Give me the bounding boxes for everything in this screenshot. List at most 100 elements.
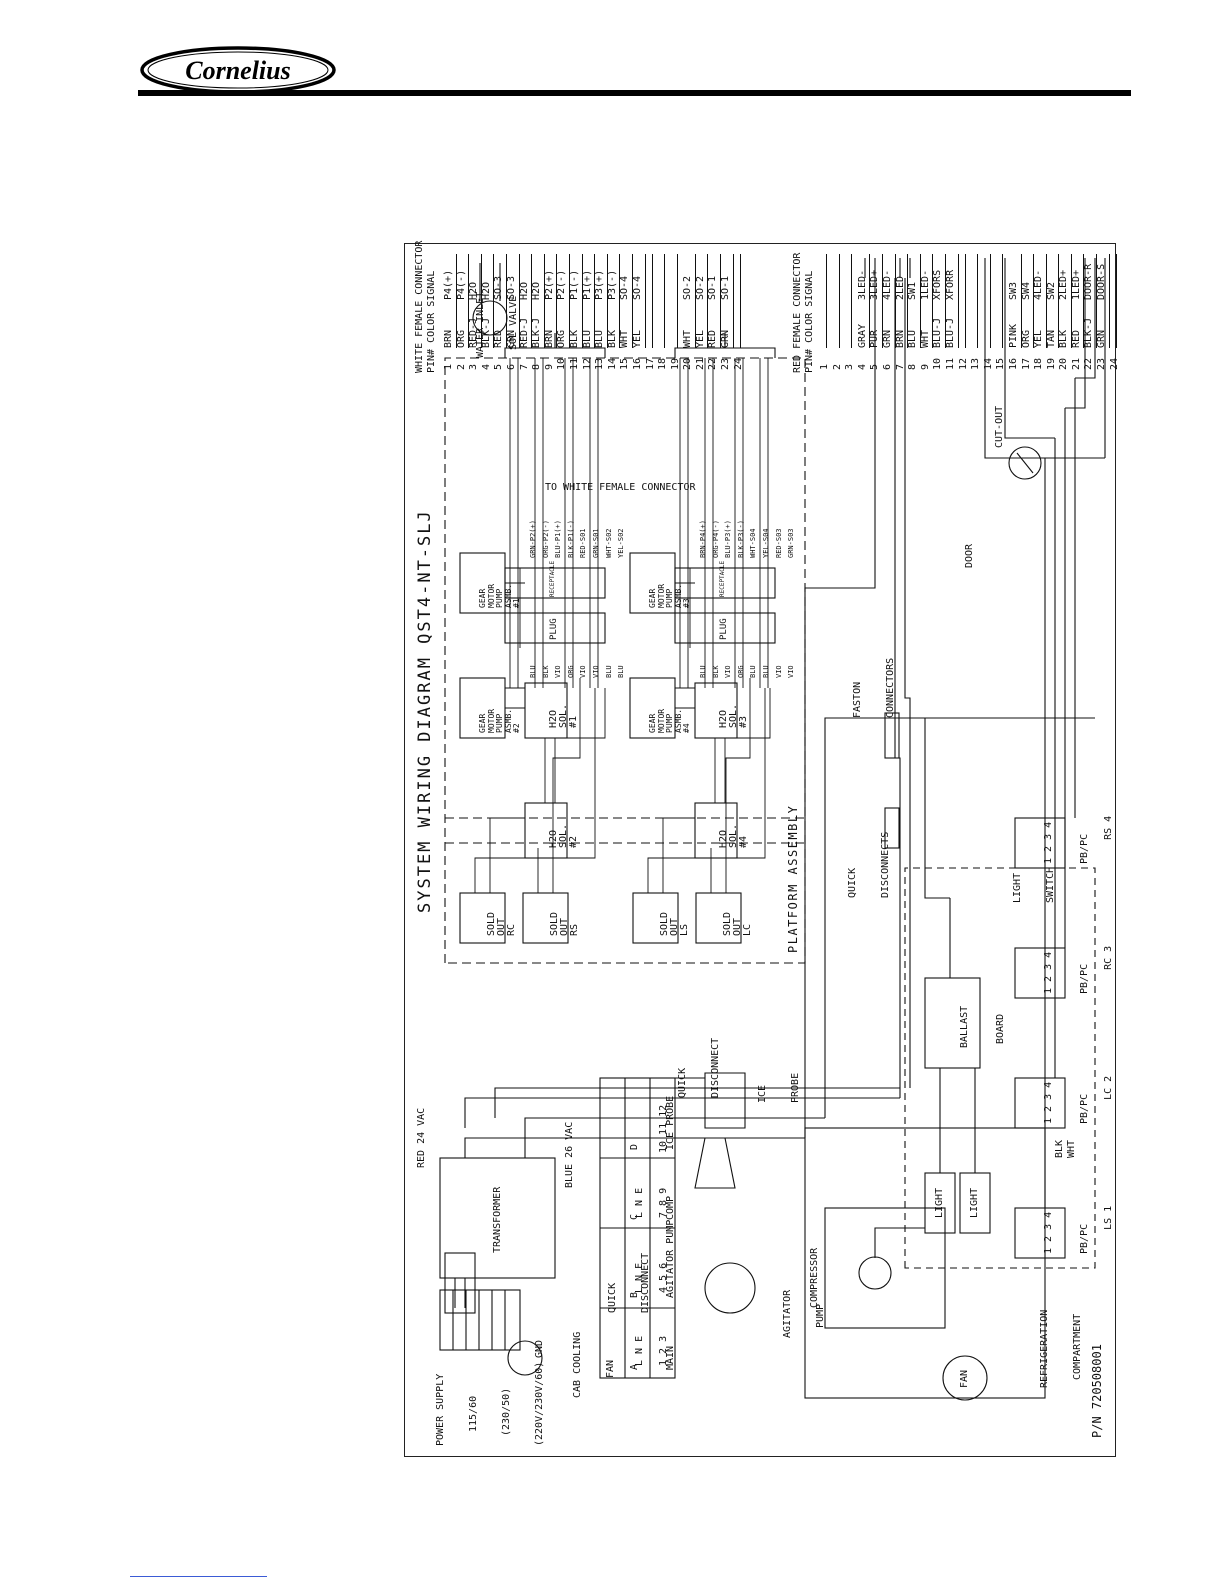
receptacle-wires-top: GRN-P2(+)ORG-P2(-)BLU-P1(+)BLK-P1(-)RED-… [529,520,626,558]
white-connector-color: BLK [568,300,583,348]
red-connector-pin: 19 [1045,357,1057,370]
red-connector-signal: DOOR-S [1096,254,1110,300]
red-connector-row: 17ORGSW4 [1020,254,1035,370]
red-connector-pin: 5 [869,363,881,370]
red-connector-signal [826,254,827,300]
white-connector-pin: 17 [644,357,656,370]
red-connector-color: PINK [1007,300,1022,348]
red-connector-pin: 17 [1020,357,1032,370]
red-connector-pin: 16 [1007,357,1019,370]
red-connector-pin: 22 [1083,357,1095,370]
white-connector-signal: SO-4 [619,254,633,300]
white-connector-row: 13BLUP3(+) [594,254,608,370]
red-connector-signal: SW2 [1045,254,1060,300]
terminal-pins-1: 1 2 3 [658,1335,669,1366]
white-connector-color [664,300,666,348]
pbpc-1: 1 2 3 4 PB/PC LS 1 [1043,1205,1114,1254]
red-connector-signal: SW4 [1020,254,1035,300]
white-connector-color: BLK-J [531,300,545,348]
light-switch-label: LIGHT SWITCH [1012,866,1056,903]
red-connector-signal: 2LED- [894,254,909,300]
white-connector-signal: P1(+) [581,254,596,300]
white-connector-header: PIN# COLOR SIGNAL [426,270,437,373]
red-connector-pin: 24 [1108,357,1120,370]
red-connector-color: GRN [881,300,896,348]
white-connector-color: BLK [606,300,621,348]
white-connector-row: 23GRNSO-1 [720,254,734,370]
red-connector-pin: 7 [894,363,906,370]
white-connector-color: BLK-J [480,300,495,348]
power-supply-label: POWER SUPPLY 115/60 (230/50) (220V/230V/… [435,1361,545,1446]
white-connector-pin: 12 [581,357,593,370]
white-connector-pin: 8 [531,363,543,370]
white-connector-signal: H2O [480,254,495,300]
white-connector-color [739,300,741,348]
receptacle-label-bottom: RECEPTACLE [719,560,726,597]
to-white-connector-label: TO WHITE FEMALE CONNECTOR [545,482,696,493]
red-connector-signal: 2LED+ [1058,254,1072,300]
red-connector-pin: 1 [819,363,830,370]
red-24vac-label: RED 24 VAC [416,1107,427,1168]
red-connector-color: WHT [919,300,934,348]
terminal-lne-1: L N E [634,1335,645,1366]
white-connector-pin: 9 [543,363,555,370]
red-connector-signal: 3LED- [856,254,871,300]
red-connector-signal: 1LED+ [1070,254,1085,300]
pbpc-4: 1 2 3 4 PB/PC RS 4 [1043,815,1114,864]
white-connector-signal: P2(-) [556,254,570,300]
white-connector-row: 11BLKP1(-) [568,254,583,370]
white-connector-pin: 2 [455,363,467,370]
white-connector-row: 20WHTSO-2 [682,254,696,370]
red-connector-signal: SW1 [907,254,921,300]
white-connector-color: RED-J [518,300,533,348]
red-connector-signal: XFORR [944,254,959,300]
red-connector-color: TAN [1045,300,1060,348]
terminal-section-ice-probe: D ICE PROBE [629,1095,676,1150]
white-connector-signal: SO-2 [694,254,709,300]
white-connector-pin: 16 [631,357,643,370]
white-connector-color: GRN [505,300,520,348]
red-connector-signal [838,254,840,300]
light-label-1: LIGHT [934,1187,945,1218]
red-connector-signal: 4LED- [881,254,896,300]
white-connector-signal: P4(+) [443,254,457,300]
logo-text: Cornelius [185,56,291,85]
white-connector-signal: P3(-) [606,254,621,300]
red-connector-pin: 21 [1070,357,1082,370]
red-connector-signal [989,254,991,300]
red-connector-pin: 18 [1033,357,1045,370]
white-connector-signal: SO-2 [682,254,696,300]
light-label-2: LIGHT [969,1187,980,1218]
white-connector-pin: 24 [732,357,744,370]
red-connector-pin: 2 [831,363,843,370]
terminal-section-comp: C COMP [629,1195,676,1220]
refrigeration-label: REFRIGERATION COMPARTMENT [1039,1309,1083,1388]
red-connector-row: 8BLUSW1 [907,254,921,370]
white-connector-color: BRN [443,300,457,348]
white-connector-color: RED [707,300,722,348]
white-connector-row: 16YELSO-4 [631,254,646,370]
red-connector-row: 11BLU-JXFORR [944,254,959,370]
white-connector-signal [739,254,741,300]
red-connector-color [826,300,827,348]
red-connector-color [851,300,853,348]
red-connector-row: 13 [970,254,983,370]
red-connector-color: GRN [1096,300,1110,348]
pbpc-3: 1 2 3 4 PB/PC RC 3 [1043,945,1114,994]
white-connector-pin: 11 [568,357,580,370]
white-connector-color [676,300,678,348]
white-connector-row: 8BLK-JH2O [531,254,545,370]
red-connector-pin: 11 [944,357,956,370]
white-connector-pin: 3 [468,363,480,370]
white-connector-signal: SO-1 [707,254,722,300]
red-connector-signal: 4LED- [1033,254,1047,300]
white-connector-row: 14BLKP3(-) [606,254,621,370]
red-connector-row: 2 [832,254,845,370]
white-connector-pin: 13 [594,357,606,370]
